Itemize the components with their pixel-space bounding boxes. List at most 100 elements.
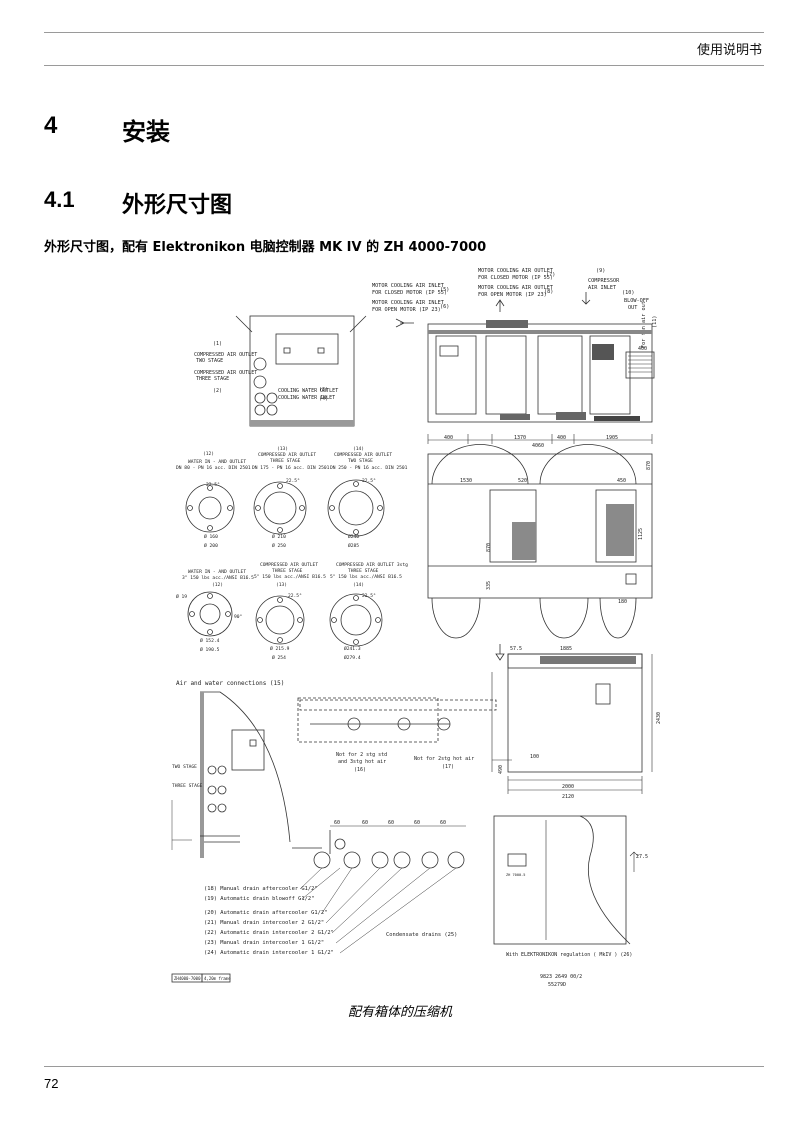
flange-bot-1-l2: 3" 150 lbs acc./ANSI B16.5 bbox=[182, 575, 254, 581]
plan-dim-335: 335 bbox=[486, 581, 492, 590]
plan-dim-520: 520 bbox=[518, 478, 527, 484]
air-water-title: Air and water connections (15) bbox=[176, 680, 284, 687]
figure-caption: 配有箱体的压缩机 bbox=[347, 1005, 452, 1020]
flange-top-1-l1: WATER IN - AND OUTLET bbox=[188, 459, 246, 465]
spacing-2: 60 bbox=[362, 820, 368, 826]
note-16-b: and 3stg hot air bbox=[338, 759, 386, 765]
label-cw-inlet: COOLING WATER INLET bbox=[278, 395, 335, 401]
drain-24: (24) Automatic drain intercooler 1 G1/2" bbox=[204, 950, 334, 956]
chapter-number: 4 bbox=[44, 112, 58, 139]
plan-dim-1530: 1530 bbox=[460, 478, 472, 484]
flange-top-2-l3: DN 175 - PN 16 acc. DIN 2501 bbox=[252, 465, 330, 471]
label-motor-outlet-open: MOTOR COOLING AIR OUTLET bbox=[478, 285, 553, 291]
flange-bot-3-l1: COMPRESSED AIR OUTLET 3stg bbox=[336, 562, 408, 568]
side-dim-height: 2430 bbox=[656, 712, 660, 724]
front-dim-3: 400 bbox=[557, 435, 566, 441]
flange-top-2-d2: Ø 250 bbox=[272, 542, 286, 549]
callout-7: (7) bbox=[546, 272, 555, 278]
label-cw-outlet: COOLING WATER OUTLET bbox=[278, 388, 338, 394]
condensate-label: Condensate drains (25) bbox=[386, 932, 457, 938]
flange-bot-2-d2: Ø 254 bbox=[272, 654, 286, 661]
flange-bot-1-d1: Ø 152.4 bbox=[200, 637, 220, 644]
label-motor-outlet-closed-b: FOR CLOSED MOTOR (IP 55) bbox=[478, 275, 553, 281]
callout-16: (16) bbox=[354, 767, 366, 773]
flange-bot-3-d2: Ø279.4 bbox=[344, 654, 361, 661]
stamp-a: ZH4000-7000 bbox=[174, 976, 201, 981]
side-dim-100: 100 bbox=[530, 754, 539, 760]
panel-label: ZH 7000-5 bbox=[506, 873, 525, 877]
flange-top-2-d1: Ø 210 bbox=[272, 533, 286, 540]
small-dim: 27.5 bbox=[636, 854, 648, 860]
front-dim-4: 1905 bbox=[606, 435, 618, 441]
flange-top-3-l1: COMPRESSED AIR OUTLET bbox=[334, 452, 392, 458]
flange-top-2-num: (13) bbox=[277, 446, 288, 452]
plan-dim-180: 180 bbox=[618, 599, 627, 605]
front-total: 4060 bbox=[532, 443, 544, 449]
spacing-3: 60 bbox=[388, 820, 394, 826]
flange-bot-1-d2: Ø 190.5 bbox=[200, 646, 220, 653]
label-three-stage: THREE STAGE bbox=[172, 783, 203, 789]
flange-bot-2-num: (13) bbox=[276, 582, 287, 588]
spacing-4: 60 bbox=[414, 820, 420, 826]
label-compressor-inlet-b: AIR INLET bbox=[588, 285, 616, 291]
plan-dim-870a: 870 bbox=[646, 461, 652, 470]
flange-bot-2-l1: COMPRESSED AIR OUTLET bbox=[260, 562, 318, 568]
stamp-b: 4,20m frame bbox=[204, 976, 231, 981]
front-dim-1: 400 bbox=[444, 435, 453, 441]
callout-4: (4) bbox=[319, 396, 328, 402]
label-three-stage-outlet: COMPRESSED AIR OUTLET bbox=[194, 370, 257, 376]
callout-17: (17) bbox=[442, 764, 454, 770]
flange-bot-1-d0: Ø 19 bbox=[176, 593, 187, 600]
section-title: 外形尺寸图 bbox=[122, 193, 233, 218]
callout-6: (6) bbox=[440, 304, 449, 310]
drain-22: (22) Automatic drain intercooler 2 G1/2" bbox=[204, 930, 334, 936]
label-two-stage-outlet-b: TWO STAGE bbox=[196, 358, 223, 364]
label-motor-inlet-closed-b: FOR CLOSED MOTOR (IP 55) bbox=[372, 290, 447, 296]
drain-18: (18) Manual drain aftercooler G1/2" bbox=[204, 886, 318, 892]
running-header: 使用说明书 bbox=[696, 43, 762, 58]
footer-rule bbox=[44, 1066, 764, 1067]
dimension-drawing: MOTOR COOLING AIR INLET FOR CLOSED MOTOR… bbox=[171, 268, 660, 988]
page-number: 72 bbox=[44, 1076, 59, 1091]
elektronikon-label: With ELEKTRONIKON regulation ( MkIV ) (2… bbox=[506, 952, 632, 958]
callout-8: (8) bbox=[544, 289, 553, 295]
drain-21: (21) Manual drain intercooler 2 G1/2" bbox=[204, 920, 324, 926]
label-three-stage-outlet-b: THREE STAGE bbox=[196, 376, 229, 382]
chapter-title: 安装 bbox=[122, 118, 170, 146]
header-rule bbox=[44, 32, 764, 33]
flange-top-2-angle: 22.5° bbox=[286, 478, 300, 484]
flange-top-2-l2: THREE STAGE bbox=[270, 458, 301, 464]
flange-bot-1-num: (12) bbox=[212, 582, 223, 588]
callout-5: (5) bbox=[440, 287, 449, 293]
flange-top-3-num: (14) bbox=[353, 446, 364, 452]
label-fan-outlet: For fan air out bbox=[641, 301, 647, 348]
side-dim-490: 490 bbox=[498, 765, 504, 774]
flange-bot-3-angle: 22.5° bbox=[362, 593, 376, 599]
note-16-a: Not for 2 stg std bbox=[336, 752, 387, 758]
side-dim-top2: 57.5 bbox=[510, 646, 522, 652]
front-dim-2: 1370 bbox=[514, 435, 526, 441]
plan-dim-1125: 1125 bbox=[638, 528, 644, 540]
label-two-stage: TWO STAGE bbox=[172, 764, 197, 770]
label-motor-inlet-open: MOTOR COOLING AIR INLET bbox=[372, 300, 444, 306]
flange-bot-1-l1: WATER IN - AND OUTLET bbox=[188, 569, 246, 575]
flange-top-3-angle: 22.5° bbox=[362, 478, 376, 484]
section-number: 4.1 bbox=[44, 187, 75, 212]
callout-9: (9) bbox=[596, 268, 605, 274]
header-bottom-rule bbox=[44, 65, 764, 66]
label-two-stage-outlet: COMPRESSED AIR OUTLET bbox=[194, 352, 257, 358]
label-blowoff: BLOW-OFF bbox=[624, 298, 649, 304]
flange-top-3-l3: DN 250 - PN 16 acc. DIN 2501 bbox=[330, 465, 408, 471]
flange-bot-3-l2: THREE STAGE bbox=[348, 568, 379, 574]
label-motor-outlet-open-b: FOR OPEN MOTOR (IP 23) bbox=[478, 292, 547, 298]
callout-1: (1) bbox=[213, 341, 222, 347]
label-blowoff-b: OUT bbox=[628, 305, 637, 311]
drain-23: (23) Manual drain intercooler 1 G1/2" bbox=[204, 940, 324, 946]
callout-3: (3) bbox=[319, 387, 328, 393]
flange-bot-2-angle: 22.5° bbox=[288, 593, 302, 599]
note-17: Not for 2stg hot air bbox=[414, 756, 474, 762]
flange-bot-2-l3: 5" 150 lbs acc./ANSI B16.5 bbox=[254, 574, 326, 580]
callout-2: (2) bbox=[213, 388, 222, 394]
flange-top-1-d1: Ø 160 bbox=[204, 533, 218, 540]
doc-ref-a: 9823 2649 00/2 bbox=[540, 974, 582, 980]
